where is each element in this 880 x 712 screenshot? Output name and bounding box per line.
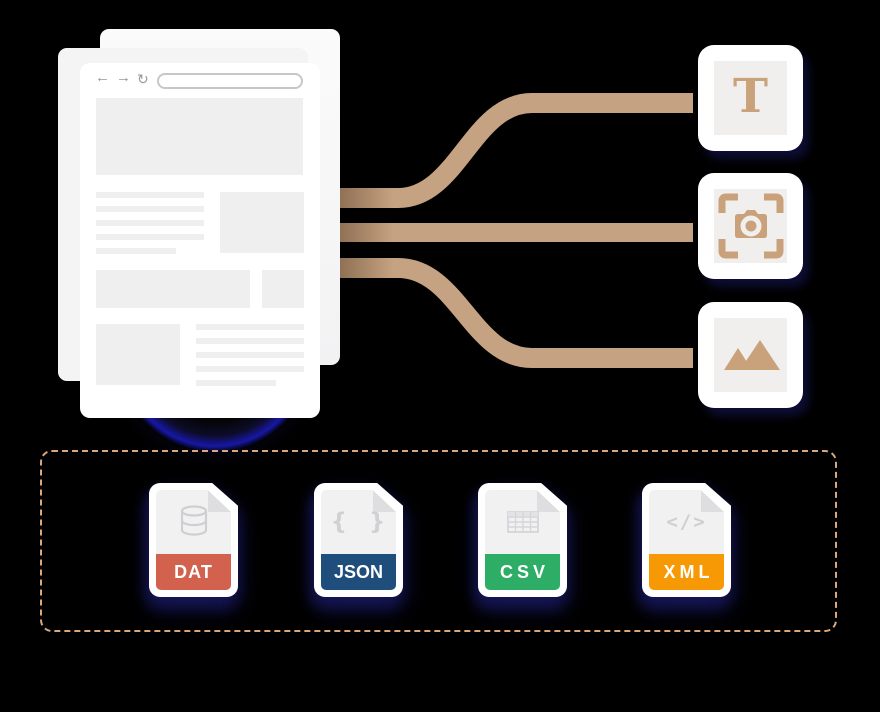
format-label-banner: JSON (321, 554, 396, 590)
text-line (196, 380, 276, 386)
target-inner (714, 318, 787, 392)
pipe-to-text (335, 93, 693, 208)
code-tag-icon: </> (649, 494, 724, 550)
target-card-image (698, 302, 803, 408)
text-line (196, 366, 304, 372)
database-icon (156, 494, 231, 550)
braces-glyph: { } (330, 509, 393, 535)
hero-placeholder (96, 98, 303, 175)
file-page: { } JSON (321, 490, 396, 590)
file-page: DAT (156, 490, 231, 590)
pipe-to-image (335, 258, 693, 368)
pipe-start-shade (335, 223, 393, 242)
content-block (96, 270, 250, 308)
file-icon-xml: </> XML (642, 483, 731, 597)
text-line (96, 234, 204, 240)
camera-screenshot-icon (718, 193, 783, 259)
file-sticker: CSV (478, 483, 567, 597)
file-page: CSV (485, 490, 560, 590)
text-line (96, 192, 204, 198)
file-sticker: </> XML (642, 483, 731, 597)
text-line (96, 220, 204, 226)
spreadsheet-icon (485, 494, 560, 550)
text-line (96, 206, 204, 212)
pipe-start-shade (335, 188, 393, 208)
code-glyph: </> (666, 511, 707, 533)
format-label-banner: DAT (156, 554, 231, 590)
text-line (196, 324, 304, 330)
text-line (196, 352, 304, 358)
file-icon-json: { } JSON (314, 483, 403, 597)
format-label-banner: CSV (485, 554, 560, 590)
file-sticker: DAT (149, 483, 238, 597)
content-block (262, 270, 304, 308)
target-card-screenshot (698, 173, 803, 279)
image-placeholder (220, 192, 304, 253)
file-icon-dat: DAT (149, 483, 238, 597)
back-arrow-icon: ← (95, 69, 110, 86)
file-page: </> XML (649, 490, 724, 590)
forward-arrow-icon: → (116, 69, 131, 86)
image-mountains-icon (723, 340, 780, 370)
image-placeholder (96, 324, 180, 385)
file-icon-csv: CSV (478, 483, 567, 597)
browser-window: ← → ↻ (80, 63, 320, 418)
format-label-banner: XML (649, 554, 724, 590)
curly-braces-icon: { } (321, 494, 396, 550)
text-line (96, 248, 176, 254)
target-inner (714, 189, 787, 263)
file-sticker: { } JSON (314, 483, 403, 597)
text-T-icon: T (733, 68, 768, 124)
browser-toolbar: ← → ↻ (80, 63, 320, 95)
text-line (196, 338, 304, 344)
url-bar (157, 73, 303, 89)
pipe-start-shade (335, 258, 393, 278)
target-inner: T (714, 61, 787, 135)
target-card-text: T (698, 45, 803, 151)
reload-icon: ↻ (137, 71, 149, 87)
